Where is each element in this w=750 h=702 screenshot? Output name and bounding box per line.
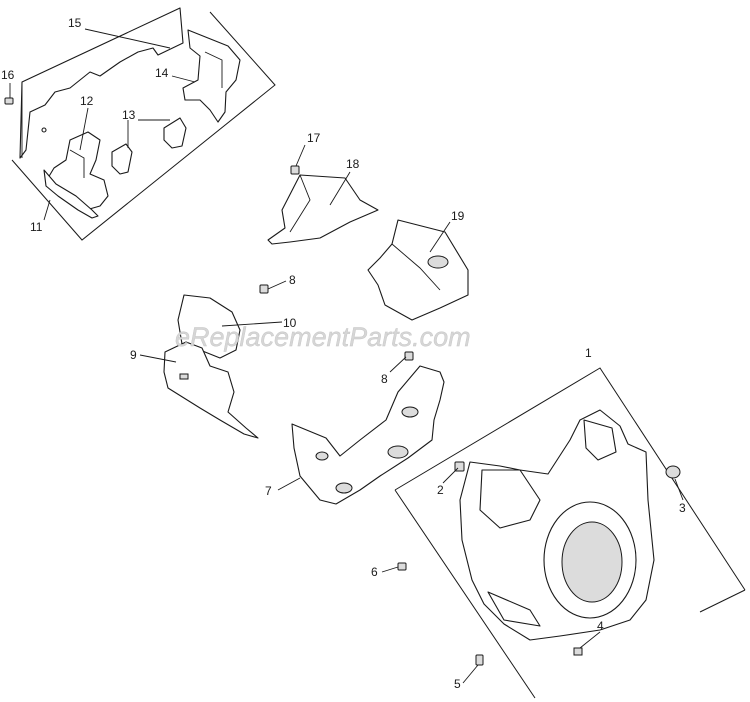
callout-11: 11 <box>30 220 43 234</box>
clip-part-4 <box>573 647 583 656</box>
bracket-part-14 <box>182 29 241 123</box>
callout-5: 5 <box>454 677 461 691</box>
screw-part-17 <box>290 165 300 175</box>
bracket-part-13 <box>111 117 187 175</box>
callout-14: 14 <box>155 66 169 80</box>
bracket-part-10 <box>177 294 241 359</box>
leader-lines <box>9 28 684 684</box>
screw-part-6 <box>397 562 407 571</box>
callout-16: 16 <box>1 68 15 82</box>
callout-1: 1 <box>585 346 592 360</box>
screw-part-8-lower <box>404 351 414 361</box>
blower-housing-part-1 <box>459 409 655 641</box>
callout-6: 6 <box>371 565 378 579</box>
callout-18: 18 <box>346 157 360 171</box>
screw-part-5 <box>475 654 484 666</box>
callout-19: 19 <box>451 209 465 223</box>
callout-10: 10 <box>283 316 297 330</box>
callout-15: 15 <box>68 16 82 30</box>
shroud-plate-part <box>19 7 184 159</box>
subassembly-frame-blower-housing <box>394 367 746 699</box>
callout-8-lower: 8 <box>381 372 388 386</box>
watermark-text: eReplacementParts.com <box>175 322 471 352</box>
callout-2: 2 <box>437 483 444 497</box>
callout-8-upper: 8 <box>289 273 296 287</box>
bracket-part-11 <box>43 169 99 219</box>
callout-12: 12 <box>80 94 94 108</box>
grommet-part-3 <box>665 465 681 479</box>
callout-13: 13 <box>122 108 136 122</box>
baffle-part-7 <box>291 365 445 505</box>
baffle-part-19 <box>367 219 469 321</box>
screw-part-8-upper <box>259 284 269 294</box>
callout-9: 9 <box>130 348 137 362</box>
callout-4: 4 <box>597 619 604 633</box>
callout-3: 3 <box>679 501 686 515</box>
screw-part-16 <box>4 97 14 105</box>
callout-17: 17 <box>307 131 321 145</box>
callout-7: 7 <box>265 484 272 498</box>
subassembly-frame-top-left <box>11 11 276 241</box>
baffle-part-18 <box>267 174 379 245</box>
baffle-part-9 <box>163 341 259 439</box>
